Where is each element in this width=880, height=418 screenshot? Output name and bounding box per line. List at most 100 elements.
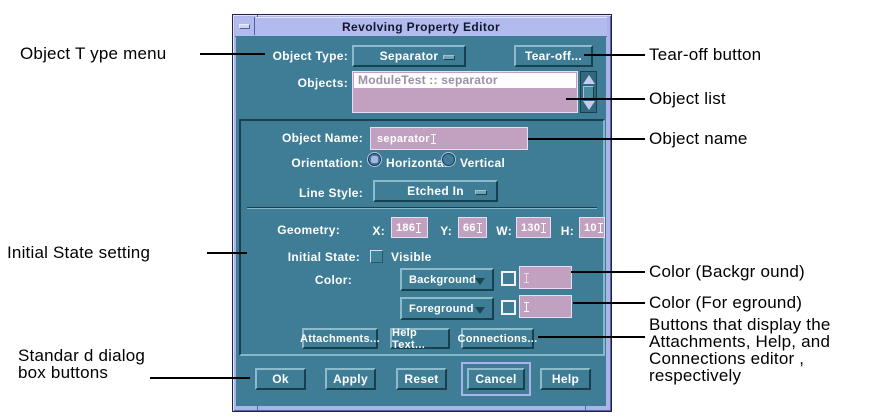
option-menu-bar-icon (475, 190, 487, 195)
line-style-label: Line Style: (299, 186, 363, 200)
geometry-h-label: H: (560, 224, 574, 238)
annotation-object-name: Object name (649, 129, 748, 148)
visible-checkbox[interactable] (370, 250, 383, 263)
geometry-label: Geometry: (277, 223, 340, 237)
default-button-frame (461, 362, 531, 396)
object-name-input[interactable]: separator (370, 127, 528, 150)
foreground-color-menu[interactable]: Foreground (400, 297, 494, 320)
ok-label: Ok (272, 372, 289, 386)
geometry-w-value: 130 (521, 221, 541, 234)
apply-button[interactable]: Apply (325, 368, 376, 390)
frame-notch (257, 406, 258, 411)
object-type-value: Separator (379, 49, 439, 63)
geometry-h-value: 10 (584, 221, 597, 234)
annotation-tear-off-button: Tear-off button (649, 45, 762, 64)
ok-button[interactable]: Ok (255, 368, 306, 390)
object-name-value: separator (377, 132, 430, 145)
foreground-color-swatch[interactable] (501, 300, 516, 315)
line-style-option-menu[interactable]: Etched In (373, 180, 498, 202)
apply-label: Apply (333, 372, 368, 386)
geometry-y-label: Y: (440, 224, 452, 238)
radio-selected-dot (371, 156, 378, 163)
annotation-standard-dialog-line1: Standar d dialog (18, 346, 146, 365)
annotation-object-type-menu: Object T ype menu (20, 44, 167, 63)
annotation-editor-buttons-line3: Connections editor , (649, 349, 805, 368)
reset-label: Reset (404, 372, 439, 386)
annotation-line (573, 302, 645, 304)
annotation-editor-buttons-line4: respectively (649, 366, 742, 385)
annotation-editor-buttons-line1: Buttons that display the (649, 315, 831, 334)
titlebar[interactable]: Revolving Property Editor (235, 17, 607, 37)
objects-list[interactable]: ModuleTest :: separator (352, 71, 578, 113)
geometry-w-input[interactable]: 130 (516, 217, 551, 238)
window-menu-dash-icon (239, 23, 250, 29)
color-label: Color: (314, 273, 352, 287)
scrollbar-down-arrow-icon[interactable] (582, 99, 595, 111)
annotation-line (200, 53, 265, 55)
scrollbar-up-arrow-icon[interactable] (582, 73, 595, 85)
object-type-option-menu[interactable]: Separator (352, 45, 466, 67)
visible-label[interactable]: Visible (391, 250, 432, 264)
geometry-x-input[interactable]: 186 (391, 217, 428, 238)
connections-label: Connections... (457, 332, 538, 345)
geometry-h-input[interactable]: 10 (579, 217, 605, 238)
annotation-editor-buttons-line2: Attachments, Help, and (649, 332, 831, 351)
annotation-object-list: Object list (649, 89, 726, 108)
orientation-horizontal-label[interactable]: Horizontal (386, 156, 448, 170)
object-name-label: Object Name: (282, 131, 363, 145)
help-text-button[interactable]: Help Text... (390, 326, 450, 351)
text-cursor-icon (523, 272, 530, 284)
reset-button[interactable]: Reset (396, 368, 447, 390)
dropdown-arrow-icon (475, 278, 485, 285)
annotation-line (571, 271, 645, 273)
attachments-button[interactable]: Attachments... (300, 328, 380, 349)
background-color-menu[interactable]: Background (400, 268, 494, 291)
text-cursor-icon (540, 222, 547, 234)
geometry-x-value: 186 (396, 221, 416, 234)
annotation-line (584, 54, 645, 56)
separator-line (247, 207, 597, 209)
text-cursor-icon (523, 301, 530, 313)
object-type-label: Object Type: (272, 49, 348, 63)
objects-list-selected-item[interactable]: ModuleTest :: separator (354, 73, 576, 88)
annotation-line (538, 336, 645, 338)
connections-button[interactable]: Connections... (458, 328, 537, 349)
window-title: Revolving Property Editor (341, 20, 501, 34)
text-cursor-icon (430, 133, 437, 145)
background-color-input[interactable] (519, 266, 572, 289)
geometry-y-input[interactable]: 66 (458, 217, 487, 238)
help-label: Help (551, 372, 580, 386)
line-style-value: Etched In (407, 184, 464, 198)
annotation-initial-state-setting: Initial State setting (7, 243, 151, 262)
tear-off-button[interactable]: Tear-off... (514, 45, 593, 67)
geometry-y-value: 66 (463, 221, 476, 234)
annotation-color-background: Color (Backgr ound) (649, 262, 805, 281)
objects-scrollbar[interactable] (580, 71, 597, 113)
annotation-line (528, 138, 645, 140)
radio-horizontal-icon[interactable] (368, 153, 381, 166)
initial-state-label: Initial State: (287, 250, 360, 264)
orientation-vertical-label[interactable]: Vertical (460, 156, 506, 170)
radio-vertical-icon[interactable] (442, 153, 455, 166)
annotation-line (566, 98, 645, 100)
annotation-line (150, 377, 250, 379)
annotation-color-foreground: Color (For eground) (649, 293, 803, 312)
help-text-label: Help Text... (392, 326, 426, 351)
annotation-line (207, 252, 247, 254)
window-menu-button[interactable] (235, 17, 255, 35)
attachments-label: Attachments... (300, 332, 380, 345)
option-menu-bar-icon (443, 55, 455, 60)
text-cursor-icon (597, 222, 604, 234)
cancel-label: Cancel (475, 372, 517, 386)
frame-notch (585, 406, 586, 411)
text-cursor-icon (415, 222, 422, 234)
geometry-w-label: W: (496, 224, 512, 238)
background-color-swatch[interactable] (501, 271, 516, 286)
tear-off-label: Tear-off... (524, 49, 583, 63)
help-button[interactable]: Help (540, 368, 591, 390)
foreground-color-input[interactable] (519, 295, 572, 318)
cancel-button[interactable]: Cancel (467, 368, 525, 390)
objects-label: Objects: (297, 76, 348, 90)
geometry-x-label: X: (372, 224, 385, 238)
